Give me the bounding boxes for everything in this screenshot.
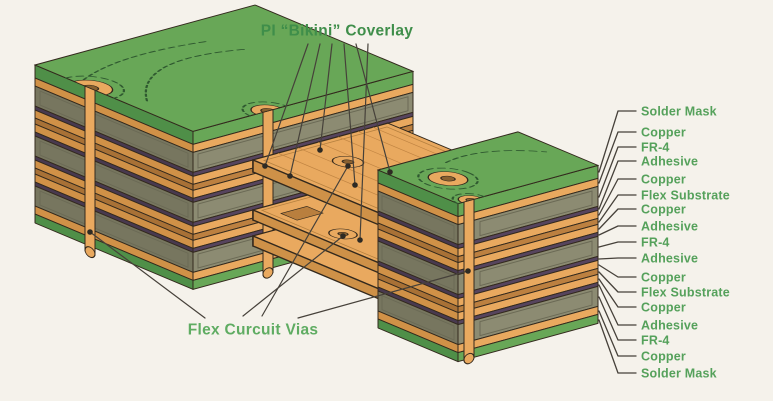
right-board-end-face xyxy=(377,169,459,363)
layer-label-copper-2: Copper xyxy=(641,172,686,186)
hidden-trace-dashed xyxy=(144,48,247,102)
leader-line xyxy=(598,319,637,374)
layer-label-fr4-1: FR-4 xyxy=(641,140,670,154)
leader-line xyxy=(242,235,344,317)
leader-line xyxy=(261,165,349,317)
leader-line xyxy=(598,241,637,248)
leader-line xyxy=(598,284,637,326)
layer-label-copper-6: Copper xyxy=(641,349,686,363)
layer-label-solder-mask-top: Solder Mask xyxy=(641,104,717,118)
flex-slot xyxy=(280,206,324,221)
leader-line xyxy=(359,43,369,241)
leader-dot xyxy=(352,182,358,188)
coverlay-label: PI “Bikini” Coverlay xyxy=(261,22,414,39)
via-hole xyxy=(341,159,355,165)
fr4-inset xyxy=(381,194,455,241)
leader-dot xyxy=(387,169,393,175)
via-hole xyxy=(440,175,456,182)
layer-labels: Solder Mask Copper FR-4 Adhesive Copper … xyxy=(641,104,730,380)
leader-line xyxy=(343,43,356,186)
leader-line xyxy=(598,110,637,173)
right-board-cross-section xyxy=(457,164,599,365)
coverlay-leader-lines xyxy=(264,43,391,241)
leader-line xyxy=(598,225,637,236)
layer-label-flex-substrate-2: Flex Substrate xyxy=(641,285,730,299)
layer-label-copper-3: Copper xyxy=(641,202,686,216)
leader-dots xyxy=(87,147,471,274)
fr4-inset xyxy=(197,96,409,169)
layer-label-adhesive-4: Adhesive xyxy=(641,318,698,332)
leader-dot xyxy=(357,237,363,243)
leader-dot xyxy=(340,233,346,239)
layer-label-copper-5: Copper xyxy=(641,300,686,314)
vias-label: Flex Curcuit Vias xyxy=(188,321,319,338)
layer-leader-lines xyxy=(598,110,637,374)
leader-line xyxy=(598,264,637,278)
leader-line xyxy=(319,43,333,151)
leader-line xyxy=(598,278,637,308)
leader-line xyxy=(598,257,637,260)
layer-label-solder-mask-bottom: Solder Mask xyxy=(641,366,717,380)
fr4-inset xyxy=(39,140,189,218)
layer-label-flex-substrate-1: Flex Substrate xyxy=(641,188,730,202)
solder-mask-top xyxy=(376,131,600,204)
leader-line xyxy=(89,231,206,319)
fr4-inset xyxy=(39,90,189,168)
leader-dot xyxy=(87,229,93,235)
leader-dot xyxy=(287,173,293,179)
leader-line xyxy=(297,270,469,319)
via-pad-dashed-ring xyxy=(451,193,486,205)
via-pad-dashed-ring xyxy=(64,75,126,99)
fr4-inset xyxy=(479,290,593,337)
leader-line xyxy=(598,271,637,293)
left-board-end-face xyxy=(34,64,194,290)
layer-label-fr4-3: FR-4 xyxy=(641,333,670,347)
leader-line xyxy=(598,208,637,230)
layer-label-copper-1: Copper xyxy=(641,125,686,139)
via-hole xyxy=(260,108,274,113)
layer-label-adhesive-3: Adhesive xyxy=(641,251,698,265)
leader-line xyxy=(598,178,637,216)
via-hole xyxy=(83,84,100,91)
via-barrel xyxy=(463,197,475,362)
via-hole xyxy=(465,198,476,202)
leader-dot xyxy=(345,163,351,169)
left-board-top xyxy=(33,4,415,132)
fr4-inset xyxy=(381,244,455,291)
right-board xyxy=(376,131,600,365)
hidden-trace-dashed xyxy=(444,150,548,163)
leader-line xyxy=(598,194,637,223)
leader-dot xyxy=(465,268,471,274)
via-barrel-tip xyxy=(84,246,96,259)
leader-line xyxy=(598,296,637,341)
fr4-inset xyxy=(479,240,593,287)
layer-stripe xyxy=(457,313,599,363)
leader-line xyxy=(355,43,391,173)
via-barrel-tip xyxy=(262,267,274,279)
fr4-inset xyxy=(39,190,189,268)
leader-line xyxy=(598,146,637,198)
layer-label-copper-4: Copper xyxy=(641,270,686,284)
via-barrel-tip xyxy=(463,352,475,365)
hidden-trace-dashed xyxy=(77,40,211,84)
via-pad-dashed-ring xyxy=(417,167,479,190)
leader-line xyxy=(598,160,637,210)
layer-label-adhesive-1: Adhesive xyxy=(641,154,698,168)
leader-line xyxy=(598,131,637,184)
leader-line xyxy=(598,310,637,357)
fr4-inset xyxy=(479,190,593,237)
leader-dot xyxy=(317,147,323,153)
leader-dot xyxy=(262,163,268,169)
via-pad-dashed-ring xyxy=(241,101,288,117)
layer-label-fr4-2: FR-4 xyxy=(641,235,670,249)
right-board-top xyxy=(376,131,600,205)
layer-label-adhesive-2: Adhesive xyxy=(641,219,698,233)
leader-line xyxy=(289,43,321,177)
fr4-inset xyxy=(381,294,455,341)
leader-line xyxy=(264,43,309,167)
vias-leader-lines xyxy=(89,165,469,319)
